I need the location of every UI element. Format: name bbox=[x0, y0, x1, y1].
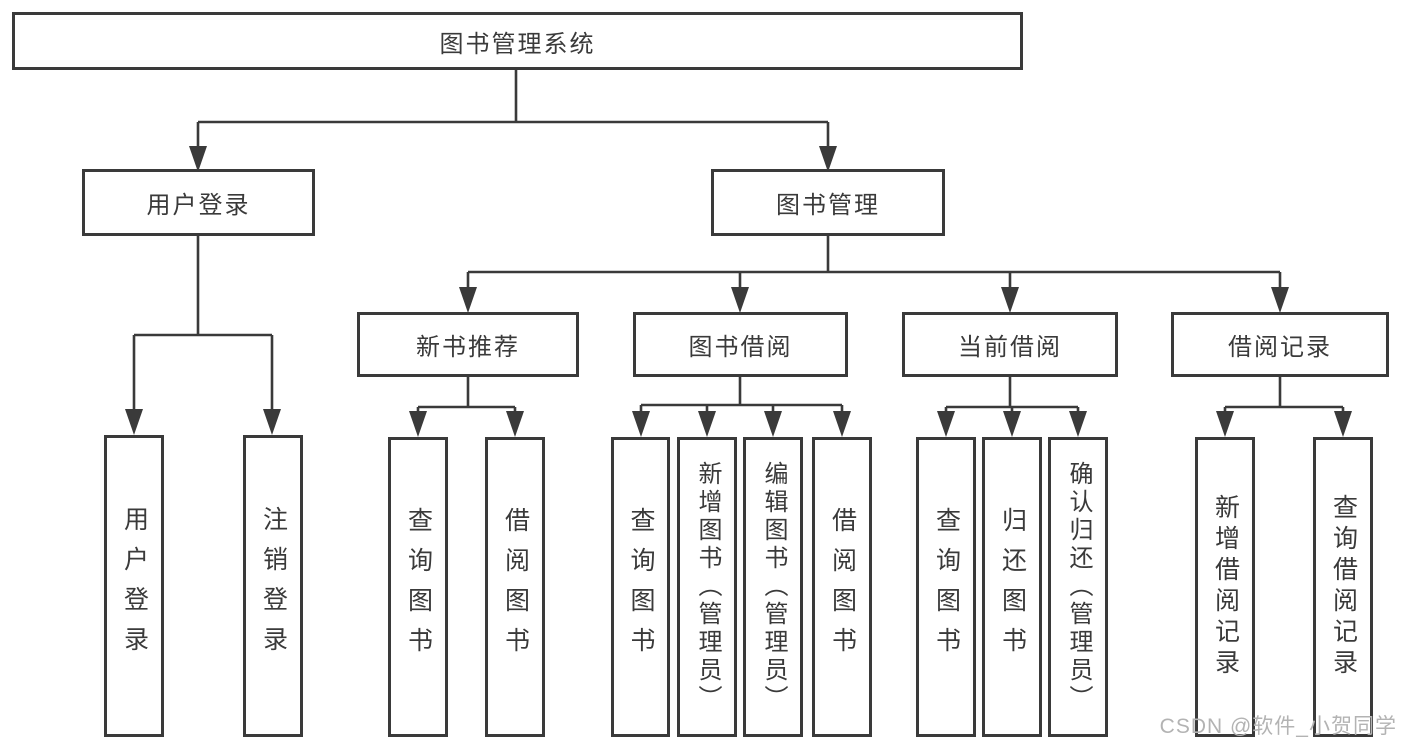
leaf-logout-label: 注销登录 bbox=[259, 506, 288, 666]
leaf-query-borrow-record-label: 查询借阅记录 bbox=[1329, 494, 1358, 680]
node-root: 图书管理系统 bbox=[12, 12, 1023, 70]
node-borrowing-records: 借阅记录 bbox=[1171, 312, 1389, 377]
node-book-management-label: 图书管理 bbox=[776, 192, 880, 219]
leaf-return-book: 归还图书 bbox=[982, 437, 1042, 737]
leaf-add-book-admin-label: 新增图书（管理员） bbox=[694, 461, 721, 713]
node-user-login: 用户登录 bbox=[82, 169, 315, 236]
node-book-borrowing-label: 图书借阅 bbox=[688, 334, 793, 361]
leaf-add-borrow-record-label: 新增借阅记录 bbox=[1211, 494, 1240, 680]
watermark: CSDN @软件_小贺同学 bbox=[1159, 715, 1397, 738]
leaf-query-book-recommend-label: 查询图书 bbox=[404, 507, 433, 667]
leaf-edit-book-admin-label: 编辑图书（管理员） bbox=[760, 461, 787, 713]
leaf-query-book-current: 查询图书 bbox=[916, 437, 976, 737]
connector-path bbox=[134, 70, 1343, 409]
node-book-borrowing: 图书借阅 bbox=[633, 312, 848, 377]
leaf-borrow-book-recommend-label: 借阅图书 bbox=[501, 507, 530, 667]
arrowheads bbox=[125, 146, 1352, 437]
leaf-borrow-book: 借阅图书 bbox=[812, 437, 872, 737]
leaf-query-book-borrowing-label: 查询图书 bbox=[627, 507, 655, 667]
leaf-confirm-return-admin: 确认归还（管理员） bbox=[1048, 437, 1108, 737]
node-book-management: 图书管理 bbox=[711, 169, 945, 236]
leaf-user-login: 用户登录 bbox=[104, 435, 164, 737]
leaf-query-book-current-label: 查询图书 bbox=[932, 507, 961, 667]
leaf-query-book-recommend: 查询图书 bbox=[388, 437, 448, 737]
leaf-add-borrow-record: 新增借阅记录 bbox=[1195, 437, 1255, 737]
node-user-login-label: 用户登录 bbox=[146, 192, 251, 219]
node-borrowing-records-label: 借阅记录 bbox=[1228, 334, 1332, 361]
node-new-book-recommend-label: 新书推荐 bbox=[416, 334, 520, 361]
node-root-label: 图书管理系统 bbox=[439, 30, 596, 58]
leaf-add-book-admin: 新增图书（管理员） bbox=[677, 437, 737, 737]
leaf-user-login-label: 用户登录 bbox=[120, 506, 149, 666]
leaf-logout: 注销登录 bbox=[243, 435, 303, 737]
leaf-borrow-book-recommend: 借阅图书 bbox=[485, 437, 545, 737]
node-current-borrowing-label: 当前借阅 bbox=[958, 334, 1062, 361]
leaf-return-book-label: 归还图书 bbox=[998, 507, 1027, 667]
node-current-borrowing: 当前借阅 bbox=[902, 312, 1118, 377]
node-new-book-recommend: 新书推荐 bbox=[357, 312, 579, 377]
leaf-edit-book-admin: 编辑图书（管理员） bbox=[743, 437, 803, 737]
leaf-query-book-borrowing: 查询图书 bbox=[611, 437, 670, 737]
leaf-query-borrow-record: 查询借阅记录 bbox=[1313, 437, 1373, 737]
leaf-confirm-return-admin-label: 确认归还（管理员） bbox=[1065, 461, 1092, 713]
leaf-borrow-book-label: 借阅图书 bbox=[828, 507, 857, 667]
